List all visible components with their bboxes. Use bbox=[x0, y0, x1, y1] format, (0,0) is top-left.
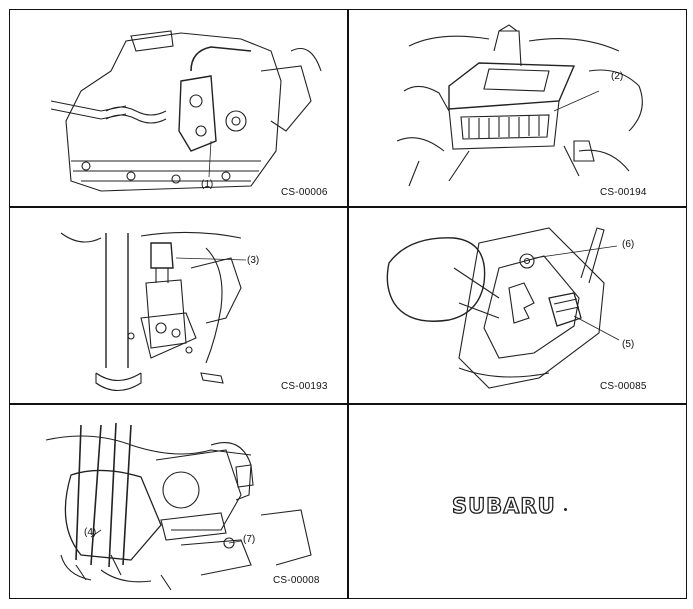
callout-7: (7) bbox=[243, 534, 256, 545]
callout-1: (1) bbox=[201, 179, 214, 190]
callout-4: (4) bbox=[84, 527, 97, 538]
logo-registered-dot bbox=[564, 508, 567, 511]
row-divider-1 bbox=[9, 206, 687, 208]
panel-cs-00193: (3) CS-00193 bbox=[11, 208, 346, 402]
panel-cs-00085: (6) (5) CS-00085 bbox=[349, 208, 686, 402]
harness-illustration bbox=[45, 422, 312, 591]
control-module-illustration bbox=[396, 24, 643, 187]
transmission-illustration bbox=[50, 30, 322, 192]
figure-code: CS-00193 bbox=[281, 381, 328, 392]
shift-lever-illustration bbox=[386, 227, 620, 389]
panel-cs-00008: (4) (7) CS-00008 bbox=[11, 405, 346, 597]
subaru-logo: SUBARU bbox=[451, 493, 572, 520]
figure-code: CS-00194 bbox=[600, 187, 647, 198]
figure-code: CS-00008 bbox=[273, 575, 320, 586]
figure-code: CS-00085 bbox=[600, 381, 647, 392]
panel-cs-00006: (1) CS-00006 bbox=[11, 11, 346, 205]
callout-5: (5) bbox=[622, 339, 635, 350]
column-divider bbox=[347, 9, 349, 599]
callout-2: (2) bbox=[611, 71, 624, 82]
callout-3: (3) bbox=[247, 255, 260, 266]
logo-text: SUBARU bbox=[451, 493, 556, 518]
figure-code: CS-00006 bbox=[281, 187, 328, 198]
pedal-switch-illustration bbox=[60, 231, 247, 392]
callout-6: (6) bbox=[622, 239, 635, 250]
panel-cs-00194: (2) CS-00194 bbox=[349, 11, 686, 205]
row-divider-2 bbox=[9, 403, 687, 405]
